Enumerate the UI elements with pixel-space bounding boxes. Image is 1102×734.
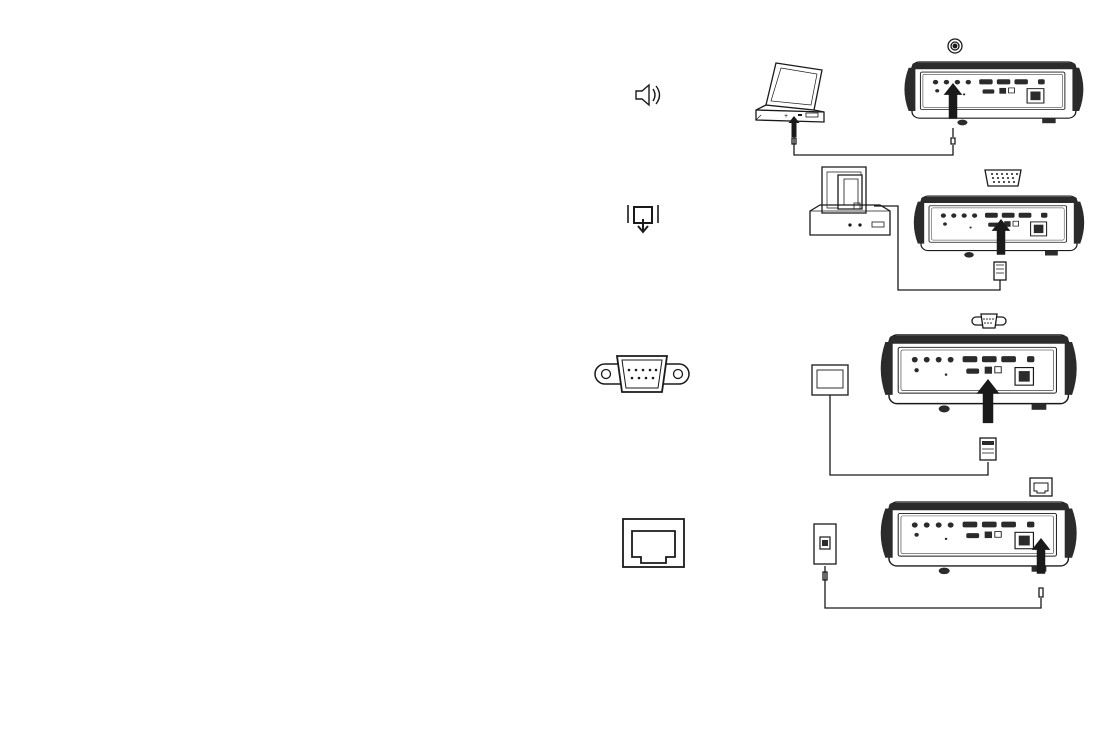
serial-box: [812, 365, 848, 395]
plug-in-arrow: [789, 116, 800, 137]
db9-port-symbol: [972, 314, 1006, 328]
rj45-port-symbol: [1030, 478, 1052, 496]
wall-jack: [814, 524, 836, 564]
db9-serial-port-icon: [595, 356, 689, 392]
projector-rear-panel: [881, 335, 1077, 412]
vga-port-symbol: [985, 170, 1021, 186]
row-serial: [595, 314, 1077, 475]
speaker-icon: [636, 85, 660, 105]
desktop-computer: [810, 167, 890, 235]
row-monitor: [628, 167, 1084, 290]
projector-rear-panel: [881, 502, 1077, 574]
monitor-out-icon: [628, 205, 658, 232]
row-audio: +: [636, 39, 1083, 155]
svg-text:+: +: [784, 113, 788, 120]
laptop-device: +: [756, 63, 824, 122]
audio-cable: [792, 128, 955, 155]
vga-plug: [994, 262, 1006, 280]
audio-jack-symbol: [948, 39, 962, 53]
serial-cable: [830, 395, 988, 475]
projector-rear-panel: [904, 62, 1083, 125]
row-network: [623, 478, 1077, 608]
rj45-network-port-icon: [623, 519, 684, 567]
network-cable: [823, 566, 1043, 608]
serial-plug: [980, 438, 996, 460]
